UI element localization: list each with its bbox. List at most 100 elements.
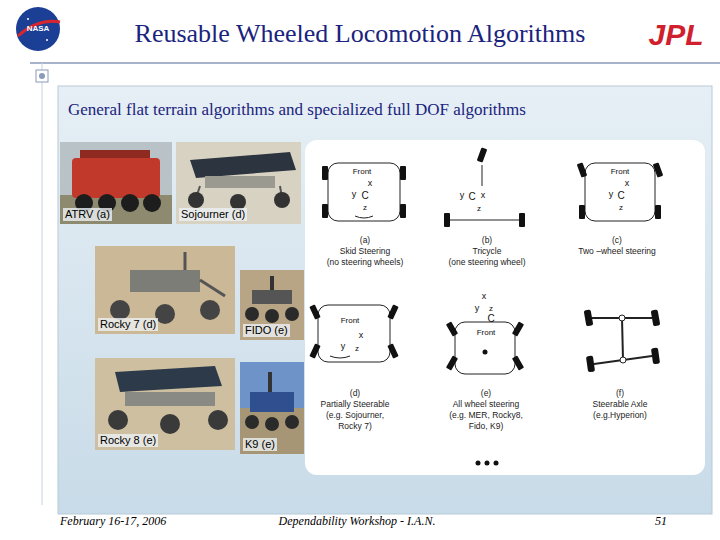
photo-label: K9 (e): [243, 438, 277, 451]
schematic-label: Front: [341, 317, 360, 326]
steering-schematics-part: [586, 356, 595, 373]
steering-schematics-part: [446, 321, 458, 336]
photo-label: Sojourner (d): [179, 208, 247, 221]
schematic-label: C: [361, 190, 368, 201]
rover-photos-part: [176, 142, 301, 224]
steering-schematics-part: [655, 205, 661, 219]
steering-schematics-part: [483, 350, 488, 355]
steering-schematics-part: [444, 213, 450, 227]
schematic-label: Front: [353, 168, 372, 177]
slide-frame-part: [42, 63, 43, 505]
footer-text: 51: [655, 515, 667, 528]
rover-photos-part: [108, 410, 128, 430]
rover-photos-part: [245, 415, 259, 429]
schematic-label: (e.g. MER, Rocky8,: [449, 411, 523, 420]
steering-schematics-part: [355, 216, 373, 218]
schematic-label: C: [468, 191, 475, 202]
rover-photos-part: [60, 142, 172, 224]
rover-photos-part: [265, 309, 279, 323]
steering-schematics-part: [476, 461, 481, 466]
schematic-label: C: [487, 313, 494, 324]
steering-schematics-part: [579, 205, 585, 219]
rover-photos-part: [110, 300, 130, 320]
rover-photos: [60, 142, 304, 454]
steering-schematics-part: [322, 166, 328, 180]
steering-schematics-part: [485, 461, 490, 466]
schematic-label: Skid Steering: [340, 247, 391, 256]
rover-photos-part: [60, 195, 172, 224]
logo-text: NASA: [27, 25, 50, 34]
rover-photos-part: [190, 152, 296, 178]
schematic-label: x: [625, 179, 630, 189]
schematic-label: y: [475, 304, 480, 314]
steering-schematics-part: [651, 309, 661, 326]
photo-label: Rocky 8 (e): [98, 434, 158, 447]
steering-schematics-part: [494, 461, 499, 466]
schematic-label: (e.g.Hyperion): [593, 411, 647, 420]
steering-schematics-part: [400, 204, 406, 218]
schematic-label: Partially Steerable: [321, 400, 390, 409]
rover-photos-part: [245, 307, 259, 321]
rover-photos-part: [130, 270, 200, 292]
nasa-logo: [16, 7, 60, 51]
schematic-label: Front: [477, 329, 496, 338]
schematic-label: Rocky 7): [338, 422, 372, 431]
schematic-label: Tricycle: [473, 247, 502, 256]
rover-photos-part: [200, 280, 225, 296]
panel-ground-part: [58, 86, 712, 514]
steering-schematics-part: [482, 165, 483, 186]
steering-schematics-part: [318, 305, 390, 362]
schematic-label: x: [359, 331, 364, 341]
steering-schematics-part: [653, 162, 663, 177]
steering-schematics-part: [585, 163, 655, 221]
rover-photos-part: [200, 300, 220, 320]
rover-photos-part: [121, 194, 139, 212]
schematic-label: x: [368, 179, 373, 189]
steering-schematics-part: [620, 357, 626, 363]
steering-schematics-part: [309, 343, 320, 358]
rover-photos-part: [265, 417, 279, 431]
schematic-label: (one steering wheel): [448, 258, 525, 267]
steering-schematics-part: [450, 220, 519, 221]
schematic-label: Steerable Axle: [593, 400, 648, 409]
slide-frame-part: [30, 62, 720, 64]
rover-photos-part: [240, 408, 304, 454]
steering-schematics-part: [387, 343, 398, 358]
nasa-logo-part: [27, 18, 29, 20]
steering-schematics-part: [622, 318, 623, 360]
schematic-label: z: [363, 204, 367, 213]
rover-photo: K9 (e): [240, 362, 304, 454]
schematic-label: y: [352, 190, 357, 200]
steering-schematics-part: [512, 321, 524, 336]
steering-schematics-part: [512, 355, 524, 370]
panel-heading: General flat terrain algorithms and spec…: [68, 100, 526, 120]
schematic-label: All wheel steering: [453, 400, 520, 409]
steering-schematics-part: [455, 322, 515, 374]
steering-schematics-part: [519, 213, 525, 227]
schematic-label: (f): [616, 389, 624, 398]
photo-label: Rocky 7 (d): [98, 318, 158, 331]
photo-label: ATRV (a): [63, 208, 112, 221]
schematic-label: Front: [611, 168, 630, 177]
rover-photo: ATRV (a): [60, 142, 172, 224]
rover-photos-part: [205, 176, 275, 188]
rover-photos-part: [268, 372, 272, 392]
schematic-label: (d): [350, 389, 360, 398]
nasa-logo-part: [46, 39, 48, 41]
schematic-label: C: [617, 190, 624, 201]
schematic-label: (e.g. Sojourner,: [326, 411, 384, 420]
steering-schematics-part: [309, 304, 320, 319]
rover-photos-part: [285, 415, 299, 429]
schematic-label: y: [460, 191, 465, 201]
rover-photos-part: [285, 307, 299, 321]
rover-photos-part: [184, 252, 187, 270]
rover-photo: Rocky 8 (e): [95, 358, 235, 450]
rover-photos-part: [252, 290, 292, 304]
rover-photos-part: [115, 366, 222, 392]
steering-schematics-part: [577, 162, 587, 177]
slide-title: Reusable Wheeled Locomotion Algorithms: [0, 20, 720, 49]
steering-schematics-part: [594, 356, 652, 364]
photo-label: FIDO (e): [243, 324, 290, 337]
steering-schematics-part: [400, 166, 406, 180]
rover-photos-part: [274, 192, 290, 208]
